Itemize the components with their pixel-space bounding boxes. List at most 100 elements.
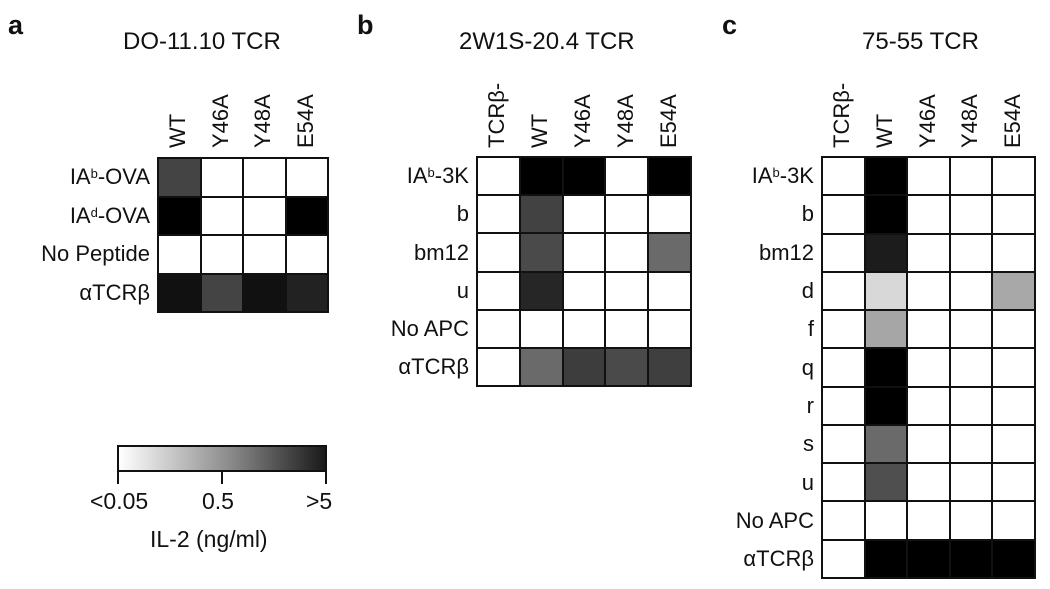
colorbar-tick-high bbox=[325, 470, 327, 484]
column-label-b-3: Y48A bbox=[612, 94, 638, 148]
column-label-a-3: E54A bbox=[292, 94, 318, 148]
heatmap-cell-a-r3-c2 bbox=[244, 274, 285, 311]
heatmap-cell-c-r3-c4 bbox=[993, 272, 1034, 310]
column-label-c-3: Y48A bbox=[957, 94, 983, 148]
heatmap-cell-c-r7-c0 bbox=[823, 425, 864, 463]
heatmap-grid-c bbox=[821, 156, 1036, 579]
heatmap-cell-c-r10-c3 bbox=[950, 540, 992, 577]
heatmap-cell-c-r0-c3 bbox=[950, 158, 992, 195]
heatmap-cell-b-r4-c3 bbox=[606, 310, 648, 347]
heatmap-cell-c-r9-c4 bbox=[993, 502, 1034, 539]
column-label-c-0: TCRβ- bbox=[829, 82, 855, 148]
heatmap-cell-c-r8-c0 bbox=[823, 464, 864, 501]
panel-letter-a: a bbox=[8, 10, 24, 40]
heatmap-cell-a-r0-c3 bbox=[286, 159, 327, 196]
heatmap-cell-b-r3-c2 bbox=[563, 272, 605, 309]
heatmap-cell-b-r1-c3 bbox=[606, 196, 648, 233]
heatmap-cell-c-r5-c3 bbox=[950, 349, 992, 386]
heatmap-cell-a-r0-c0 bbox=[159, 159, 200, 196]
heatmap-cell-c-r2-c0 bbox=[823, 234, 864, 271]
column-label-b-2: Y46A bbox=[570, 94, 595, 148]
column-label-b-0: TCRβ- bbox=[484, 82, 510, 148]
column-label-b-4: E54A bbox=[655, 94, 681, 148]
heatmap-cell-b-r0-c3 bbox=[606, 158, 648, 195]
heatmap-cell-c-r5-c4 bbox=[993, 349, 1034, 386]
heatmap-cell-c-r7-c1 bbox=[865, 425, 907, 463]
heatmap-cell-b-r0-c1 bbox=[520, 158, 562, 195]
heatmap-cell-c-r1-c3 bbox=[950, 196, 992, 233]
heatmap-cell-b-r5-c1 bbox=[520, 348, 562, 385]
heatmap-grid-a bbox=[157, 157, 329, 313]
panel-letter-c: c bbox=[722, 10, 738, 40]
heatmap-cell-c-r0-c1 bbox=[865, 158, 907, 195]
heatmap-cell-b-r4-c4 bbox=[649, 310, 690, 347]
heatmap-cell-b-r0-c2 bbox=[563, 158, 605, 195]
panel-a-title: DO-11.10 TCR bbox=[123, 28, 281, 55]
heatmap-cell-b-r3-c0 bbox=[478, 272, 519, 309]
column-label-b-1: WT bbox=[527, 113, 553, 148]
heatmap-cell-c-r8-c2 bbox=[908, 464, 949, 501]
heatmap-cell-b-r2-c0 bbox=[478, 234, 519, 271]
row-label-a-1: IAd-OVA bbox=[69, 202, 150, 228]
colorbar-legend bbox=[117, 445, 327, 472]
row-label-c-3: d bbox=[801, 278, 814, 304]
heatmap-cell-c-r6-c0 bbox=[823, 387, 864, 424]
panel-c-title: 75-55 TCR bbox=[862, 28, 979, 55]
heatmap-cell-c-r8-c4 bbox=[993, 464, 1034, 501]
heatmap-cell-b-r3-c4 bbox=[649, 272, 690, 309]
heatmap-cell-b-r2-c2 bbox=[563, 234, 605, 271]
row-label-c-10: αTCRβ bbox=[743, 546, 814, 572]
heatmap-cell-c-r2-c4 bbox=[993, 234, 1034, 271]
heatmap-cell-c-r6-c2 bbox=[908, 387, 949, 424]
heatmap-cell-c-r3-c3 bbox=[950, 272, 992, 310]
heatmap-cell-c-r3-c1 bbox=[865, 272, 907, 310]
heatmap-cell-c-r6-c1 bbox=[865, 387, 907, 424]
column-label-c-1: WT bbox=[871, 113, 897, 148]
row-label-c-4: f bbox=[807, 316, 814, 342]
heatmap-cell-b-r4-c0 bbox=[478, 310, 519, 347]
heatmap-grid-b bbox=[476, 156, 692, 387]
row-label-c-0: IAb-3K bbox=[751, 163, 814, 189]
row-label-a-2: No Peptide bbox=[41, 241, 150, 267]
heatmap-cell-c-r4-c1 bbox=[865, 311, 907, 348]
heatmap-cell-c-r5-c2 bbox=[908, 349, 949, 386]
heatmap-cell-c-r6-c3 bbox=[950, 387, 992, 424]
heatmap-cell-b-r5-c3 bbox=[606, 348, 648, 385]
heatmap-cell-b-r3-c3 bbox=[606, 272, 648, 309]
heatmap-cell-a-r1-c2 bbox=[244, 197, 285, 234]
row-label-b-1: b bbox=[456, 201, 469, 227]
heatmap-cell-a-r2-c2 bbox=[244, 236, 285, 273]
heatmap-cell-c-r1-c2 bbox=[908, 196, 949, 233]
heatmap-cell-c-r9-c2 bbox=[908, 502, 949, 539]
row-label-b-3: u bbox=[456, 277, 469, 303]
heatmap-cell-b-r5-c2 bbox=[563, 348, 605, 385]
heatmap-cell-c-r10-c4 bbox=[993, 540, 1034, 577]
heatmap-cell-c-r2-c3 bbox=[950, 234, 992, 271]
heatmap-cell-c-r3-c2 bbox=[908, 272, 949, 310]
heatmap-cell-c-r8-c3 bbox=[950, 464, 992, 501]
heatmap-cell-b-r1-c0 bbox=[478, 196, 519, 233]
row-label-c-6: r bbox=[806, 392, 814, 418]
row-label-b-2: bm12 bbox=[413, 239, 469, 265]
heatmap-cell-c-r1-c1 bbox=[865, 196, 907, 233]
heatmap-cell-a-r1-c3 bbox=[286, 197, 327, 234]
column-label-a-1: Y46A bbox=[207, 94, 233, 148]
heatmap-cell-a-r1-c1 bbox=[201, 197, 242, 234]
heatmap-cell-a-r1-c0 bbox=[159, 197, 200, 234]
colorbar-title: IL-2 (ng/ml) bbox=[150, 526, 268, 552]
heatmap-cell-c-r10-c2 bbox=[908, 540, 949, 577]
heatmap-cell-a-r2-c0 bbox=[159, 236, 200, 273]
heatmap-cell-c-r6-c4 bbox=[993, 387, 1034, 424]
heatmap-cell-b-r4-c1 bbox=[520, 310, 562, 347]
heatmap-cell-c-r5-c0 bbox=[823, 349, 864, 386]
heatmap-cell-b-r0-c0 bbox=[478, 158, 519, 195]
heatmap-cell-c-r10-c0 bbox=[823, 540, 864, 577]
heatmap-cell-c-r7-c2 bbox=[908, 425, 949, 463]
colorbar-tick-mid bbox=[221, 470, 223, 484]
heatmap-cell-c-r5-c1 bbox=[865, 349, 907, 386]
heatmap-cell-b-r2-c3 bbox=[606, 234, 648, 271]
colorbar-tick-label-low: <0.05 bbox=[90, 488, 149, 514]
heatmap-cell-a-r2-c1 bbox=[201, 236, 242, 273]
column-label-c-4: E54A bbox=[999, 94, 1025, 148]
heatmap-cell-a-r3-c1 bbox=[201, 274, 242, 311]
